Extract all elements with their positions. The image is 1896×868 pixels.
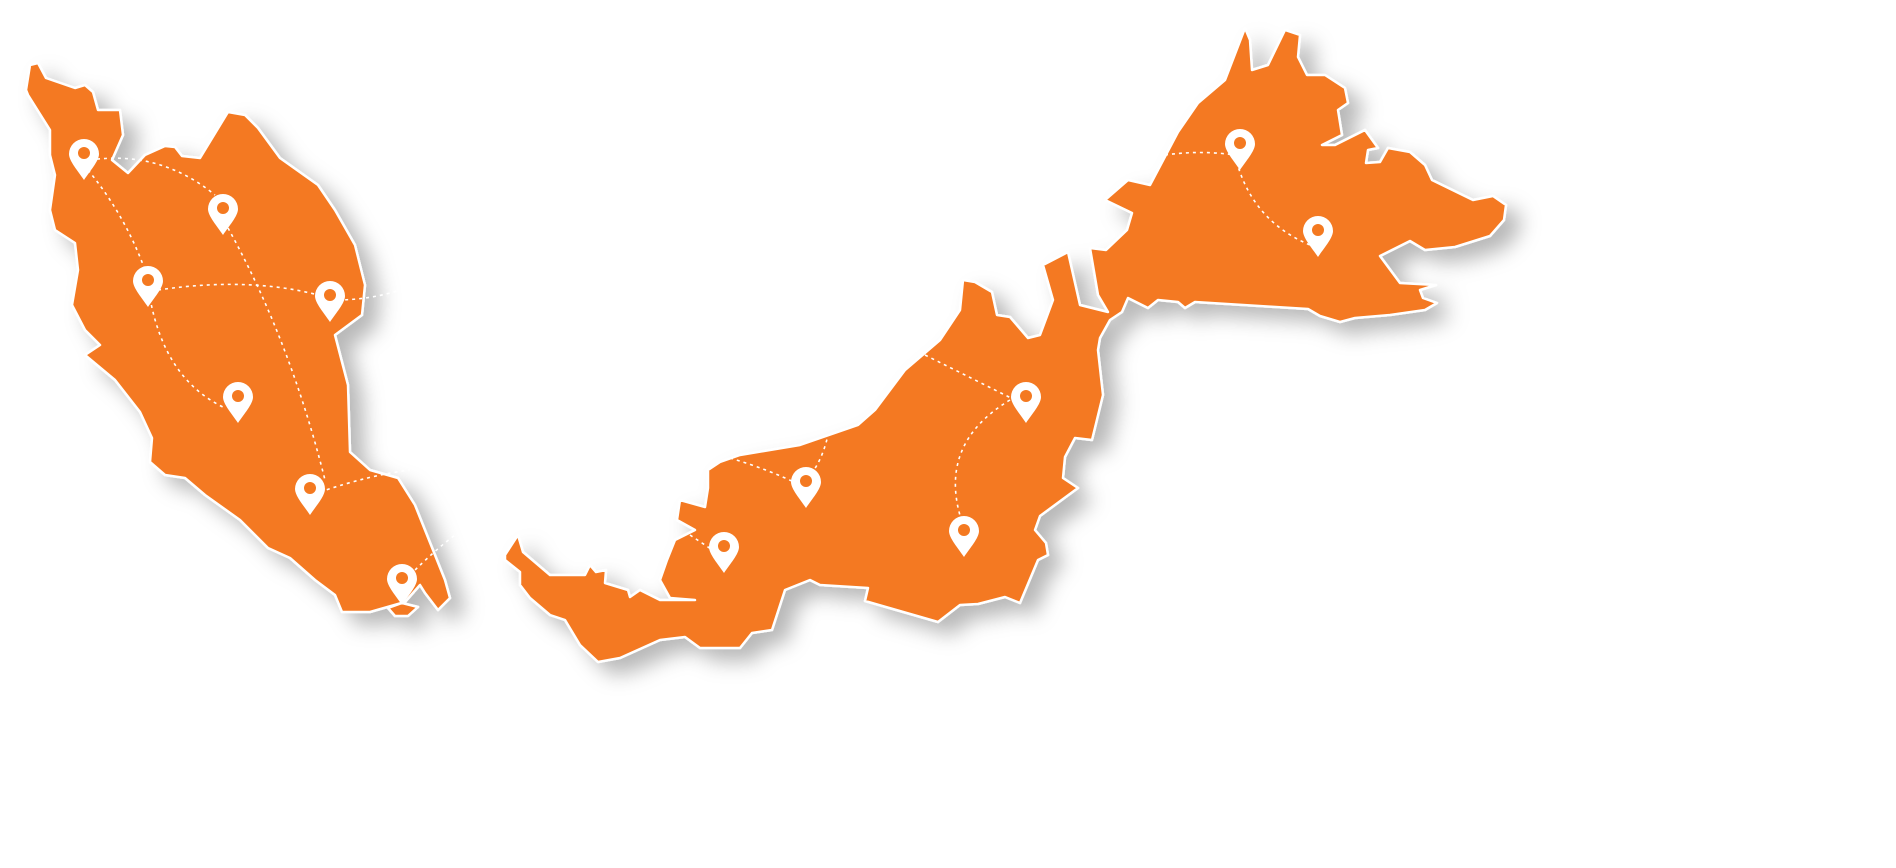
peninsular-malaysia bbox=[24, 61, 452, 614]
route-line bbox=[319, 469, 411, 493]
east-malaysia bbox=[503, 26, 1508, 664]
route-line bbox=[87, 169, 146, 271]
route-line bbox=[89, 157, 216, 196]
singapore-island bbox=[386, 601, 420, 618]
route-line bbox=[729, 434, 829, 486]
route-line bbox=[954, 399, 1011, 526]
